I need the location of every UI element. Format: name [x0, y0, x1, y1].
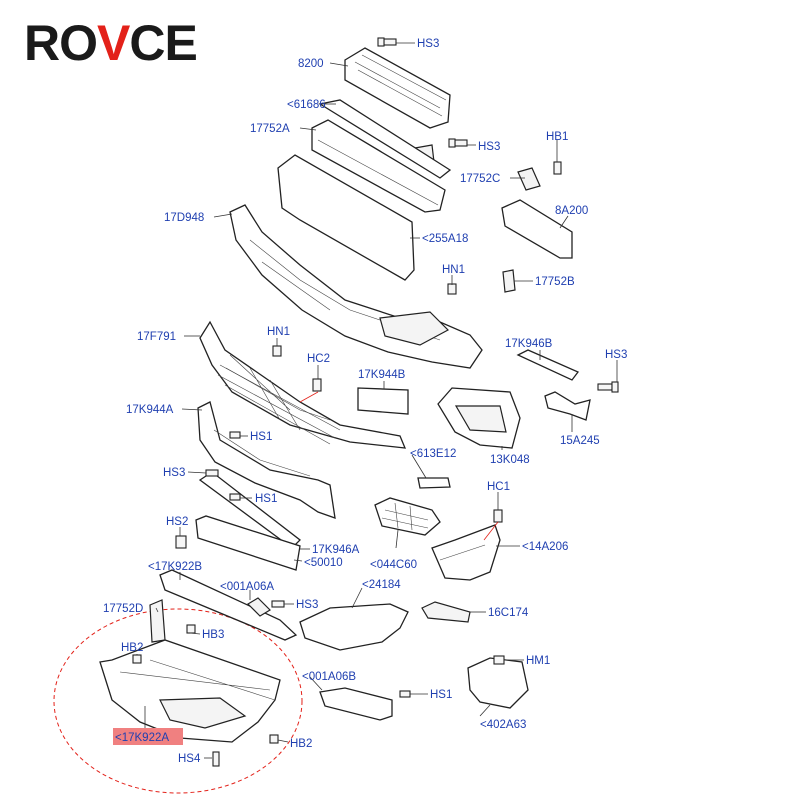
label-402A63: <402A63: [480, 719, 526, 731]
label-61686: <61686: [287, 99, 326, 111]
part-17K946B: [516, 349, 580, 381]
highlight-box: [113, 728, 183, 745]
label-hs2: HS2: [166, 516, 188, 528]
label-hs1-c: HS1: [430, 689, 452, 701]
fastener-hs3-mid: [448, 138, 468, 148]
label-hs4: HS4: [178, 753, 201, 765]
part-001A06A: [247, 597, 271, 617]
fastener-hs3-left: [205, 469, 219, 477]
fastener-hs2: [175, 535, 187, 549]
fastener-hs4: [212, 751, 220, 767]
part-labels: HS3 8200 <61686 17752A HS3 HB1 17752C 8A…: [103, 38, 627, 765]
label-hb2-a: HB2: [121, 642, 143, 654]
label-17K946B: 17K946B: [505, 338, 553, 350]
label-hs3-top: HS3: [417, 38, 439, 50]
part-61686: [318, 99, 452, 179]
label-13K048: 13K048: [490, 454, 530, 466]
part-16C174: [421, 601, 471, 623]
leader-lines: [136, 42, 618, 759]
fastener-hs1-a: [229, 431, 241, 439]
fastener-hs1-c: [399, 690, 411, 698]
part-8A200: [501, 199, 573, 259]
fastener-hn1-a: [447, 283, 457, 295]
label-17K922B: <17K922B: [148, 561, 202, 573]
part-17752C: [517, 167, 541, 191]
label-17D948: 17D948: [164, 212, 204, 224]
label-50010: <50010: [304, 557, 343, 569]
label-hs1-b: HS1: [255, 493, 277, 505]
part-24184: [299, 603, 409, 651]
label-hs1-a: HS1: [250, 431, 272, 443]
label-hn1-b: HN1: [267, 326, 290, 338]
part-17K922A: [99, 639, 281, 743]
label-hs3-mid: HS3: [478, 141, 500, 153]
highlight-circle: [53, 608, 303, 794]
part-17F791: [199, 320, 407, 449]
label-hs3-right: HS3: [605, 349, 627, 361]
part-14A206: [431, 524, 501, 581]
label-hb1: HB1: [546, 131, 568, 143]
fastener-hb2-b: [269, 734, 279, 744]
label-14A206: <14A206: [522, 541, 568, 553]
fastener-hb1: [553, 161, 562, 175]
fastener-hm1: [493, 655, 505, 665]
label-17K944B: 17K944B: [358, 369, 406, 381]
label-17K944A: 17K944A: [126, 404, 174, 416]
label-17F791: 17F791: [137, 331, 176, 343]
fastener-hc1: [493, 509, 503, 523]
part-044C60: [374, 497, 441, 536]
brand-logo-text: ROVCE: [24, 15, 198, 71]
label-8200: 8200: [298, 58, 324, 70]
label-hc1: HC1: [487, 481, 510, 493]
part-17752D: [149, 599, 166, 643]
fastener-hs3-low: [271, 600, 285, 608]
label-001A06B: <001A06B: [302, 671, 356, 683]
fastener-hb2-a: [132, 654, 142, 664]
part-17752B: [502, 269, 516, 293]
label-255A18: <255A18: [422, 233, 468, 245]
label-044C60: <044C60: [370, 559, 417, 571]
label-hn1-a: HN1: [442, 264, 465, 276]
label-16C174: 16C174: [488, 607, 529, 619]
part-50010: [195, 515, 301, 571]
label-17K922A: <17K922A: [115, 732, 169, 744]
brand-logo: ROVCE: [24, 15, 198, 71]
fastener-hn1-b: [272, 345, 282, 357]
fastener-hs3-top: [377, 37, 397, 47]
label-17752A: 17752A: [250, 123, 290, 135]
part-17D948: [229, 154, 483, 369]
label-hs3-left: HS3: [163, 467, 185, 479]
label-hm1: HM1: [526, 655, 550, 667]
label-17K946A: 17K946A: [312, 544, 360, 556]
label-hb3: HB3: [202, 629, 224, 641]
part-001A06B: [319, 687, 393, 721]
part-613E12: [417, 477, 451, 489]
label-001A06A: <001A06A: [220, 581, 274, 593]
fastener-hc2: [312, 378, 322, 392]
part-15A245: [544, 391, 591, 421]
label-hs3-low: HS3: [296, 599, 318, 611]
fastener-hs3-right: [597, 381, 619, 393]
label-hb2-b: HB2: [290, 738, 312, 750]
label-17752B: 17752B: [535, 276, 575, 288]
label-17752C: 17752C: [460, 173, 500, 185]
label-24184: <24184: [362, 579, 401, 591]
label-613E12: <613E12: [410, 448, 456, 460]
part-13K048: [437, 387, 521, 449]
part-17K944B: [357, 387, 409, 415]
part-17K944A: [197, 401, 336, 519]
label-15A245: 15A245: [560, 435, 600, 447]
fastener-hb3: [186, 624, 196, 634]
label-8A200: 8A200: [555, 205, 588, 217]
part-402A63: [467, 657, 529, 709]
fastener-hs1-b: [229, 493, 241, 501]
part-17K922B: [159, 569, 298, 641]
part-17752A: [311, 119, 446, 213]
label-hc2: HC2: [307, 353, 330, 365]
label-17752D: 17752D: [103, 603, 143, 615]
